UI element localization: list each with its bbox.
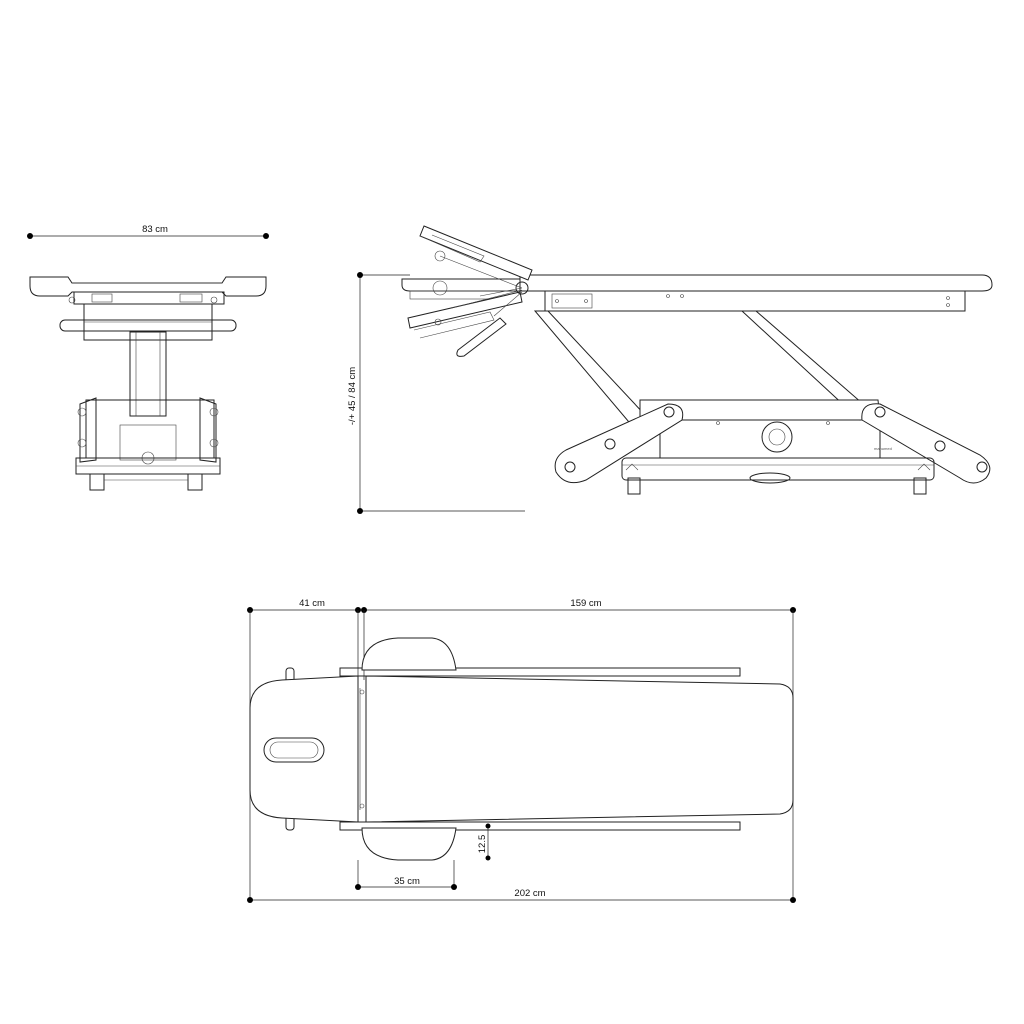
main-length-label: 159 cm: [570, 598, 601, 609]
brand-mark: manumed: [874, 446, 892, 451]
front-view: 83 cm: [27, 224, 269, 491]
height-dimension-label: -/+ 45 / 84 cm: [347, 367, 358, 425]
total-length-dimension: 202 cm: [247, 888, 796, 903]
width-dimension-label: 83 cm: [142, 224, 168, 235]
side-gap-label: 12.5: [477, 835, 488, 854]
total-length-label: 202 cm: [514, 888, 545, 899]
arm-rest-dimension: 35 cm: [355, 860, 457, 890]
width-dimension: 83 cm: [27, 224, 269, 239]
height-dimension: -/+ 45 / 84 cm: [347, 272, 525, 514]
head-length-label: 41 cm: [299, 598, 325, 609]
arm-rest-label: 35 cm: [394, 876, 420, 887]
side-gap-dimension: 12.5: [477, 823, 491, 861]
main-length-dimension: 159 cm: [361, 598, 796, 613]
side-view: -/+ 45 / 84 cm: [347, 225, 993, 514]
head-length-dimension: 41 cm: [247, 598, 361, 613]
top-view: 41 cm 159 cm: [247, 598, 796, 903]
